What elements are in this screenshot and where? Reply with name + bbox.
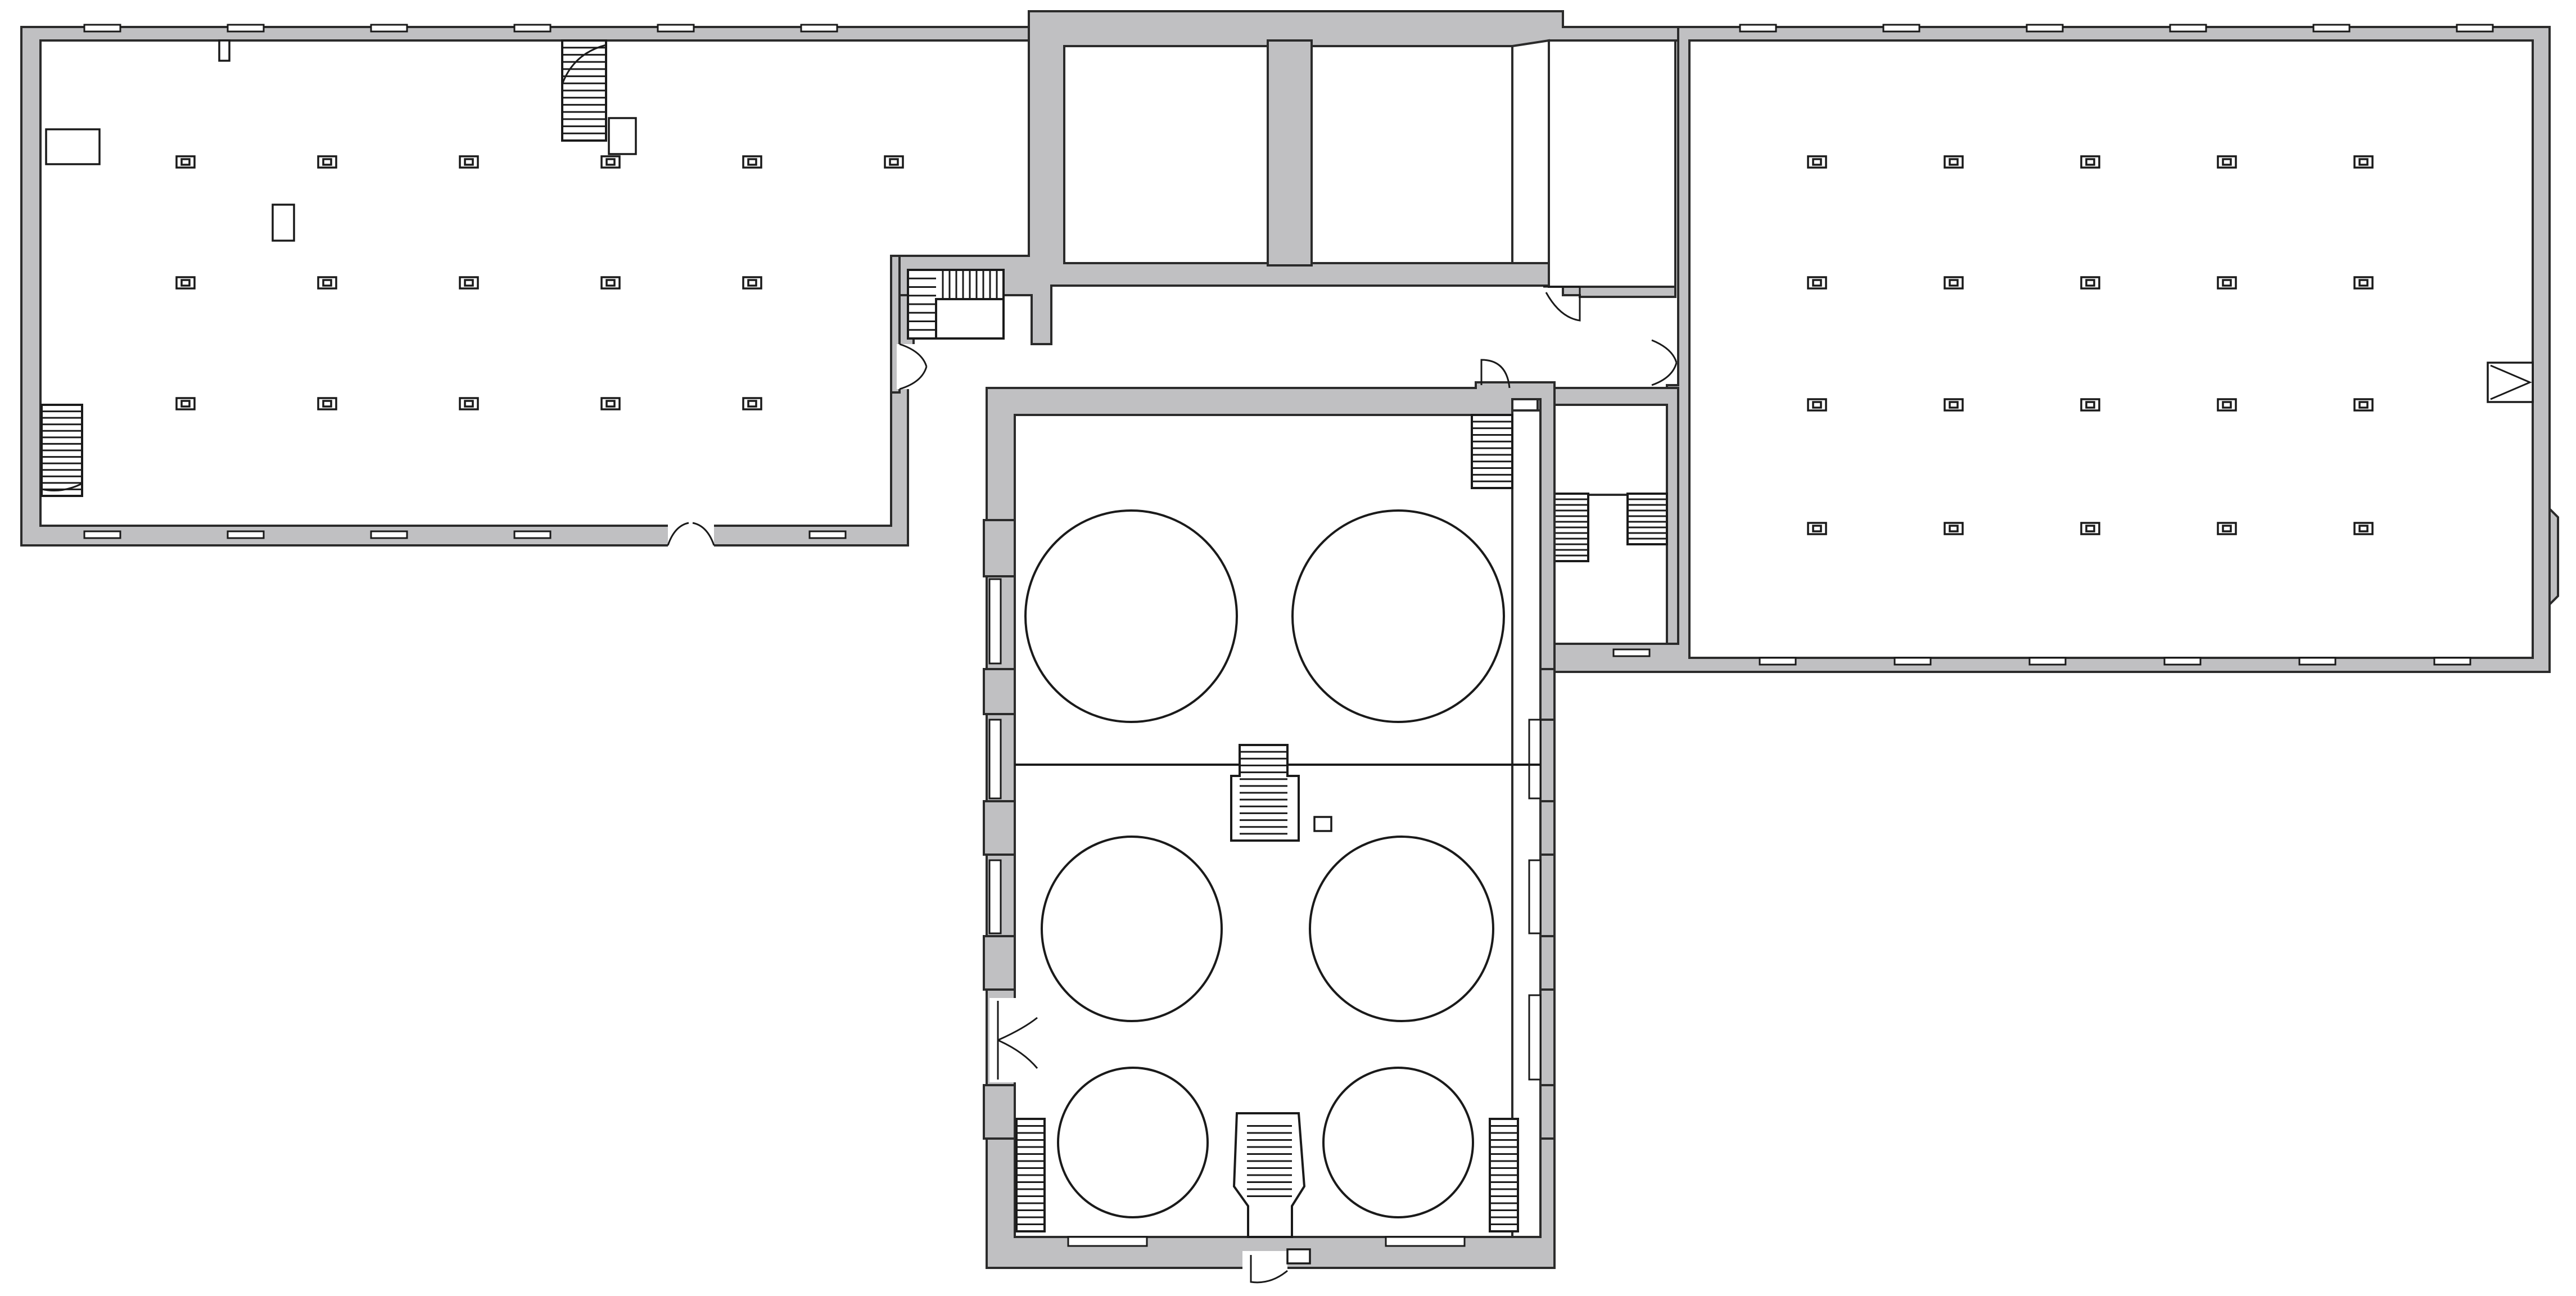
west-wing-counter xyxy=(45,128,101,165)
west-wing-stair-west xyxy=(40,404,83,497)
west-wing-columns xyxy=(175,155,904,410)
tank-hall-stair-west xyxy=(1015,1118,1046,1232)
column xyxy=(317,397,337,410)
column xyxy=(459,276,479,290)
column xyxy=(742,155,762,169)
column xyxy=(2080,522,2100,535)
east-wing-windows xyxy=(1612,24,2494,666)
office-2 xyxy=(1310,45,1513,264)
column xyxy=(600,397,621,410)
column xyxy=(742,276,762,290)
west-wing-small-box xyxy=(608,117,637,155)
tank-5 xyxy=(1057,1067,1209,1218)
west-wing-cabinet xyxy=(272,204,295,242)
stair-lobby xyxy=(1536,387,1679,645)
column xyxy=(175,155,196,169)
column xyxy=(2353,398,2374,412)
tank-hall xyxy=(983,359,1556,1284)
west-wing-notch xyxy=(218,39,231,62)
tank-hall-stair-south xyxy=(1232,1112,1306,1238)
column xyxy=(2217,398,2237,412)
column xyxy=(1944,522,1964,535)
tank-hall-south-door xyxy=(1242,1248,1311,1284)
office-1 xyxy=(1063,45,1269,264)
column xyxy=(175,397,196,410)
tank-hall-south-windows xyxy=(1067,1236,1466,1247)
east-wing-hatch xyxy=(2487,362,2534,403)
column xyxy=(1944,398,1964,412)
tank-hall-stair-east xyxy=(1489,1118,1519,1232)
west-wing-windows xyxy=(83,24,847,539)
tank-4 xyxy=(1309,836,1494,1022)
column xyxy=(2353,155,2374,169)
column xyxy=(1807,276,1827,290)
column xyxy=(742,397,762,410)
west-wing-stair-north xyxy=(561,39,607,142)
tank-3 xyxy=(1041,836,1223,1022)
tank-2 xyxy=(1291,509,1505,723)
column xyxy=(2353,522,2374,535)
central-connector xyxy=(897,10,1693,390)
east-wing xyxy=(1548,24,2559,673)
east-wing-columns xyxy=(1807,155,2374,535)
column xyxy=(317,155,337,169)
east-wing-floor xyxy=(1688,39,2534,659)
column xyxy=(1807,155,1827,169)
column xyxy=(2217,155,2237,169)
tank-hall-stair-center xyxy=(1230,744,1300,842)
column xyxy=(1807,522,1827,535)
column xyxy=(600,155,621,169)
tank-hall-west-piers xyxy=(983,519,1016,1140)
west-wing xyxy=(20,24,1038,547)
tank-6 xyxy=(1322,1067,1474,1218)
tank-hall-west-door xyxy=(989,998,1038,1082)
column xyxy=(1944,276,1964,290)
column xyxy=(1944,155,1964,169)
column xyxy=(459,397,479,410)
tank-hall-stair-ne xyxy=(1471,359,1513,489)
corridor-room xyxy=(1548,39,1676,288)
tank-hall-small-box xyxy=(1313,816,1332,832)
connector-door-west xyxy=(897,343,930,390)
column xyxy=(2080,398,2100,412)
column xyxy=(317,276,337,290)
column xyxy=(2217,522,2237,535)
column xyxy=(2217,276,2237,290)
west-wing-south-door xyxy=(667,522,715,547)
column xyxy=(2080,276,2100,290)
column xyxy=(1807,398,1827,412)
column xyxy=(2353,276,2374,290)
column xyxy=(2080,155,2100,169)
tank-hall-east-piers xyxy=(1528,668,1556,1140)
column xyxy=(175,276,196,290)
column xyxy=(459,155,479,169)
column xyxy=(884,155,904,169)
tank-1 xyxy=(1024,509,1238,723)
corridor-door xyxy=(1543,286,1581,322)
column xyxy=(600,276,621,290)
connector-stair xyxy=(907,269,1005,340)
